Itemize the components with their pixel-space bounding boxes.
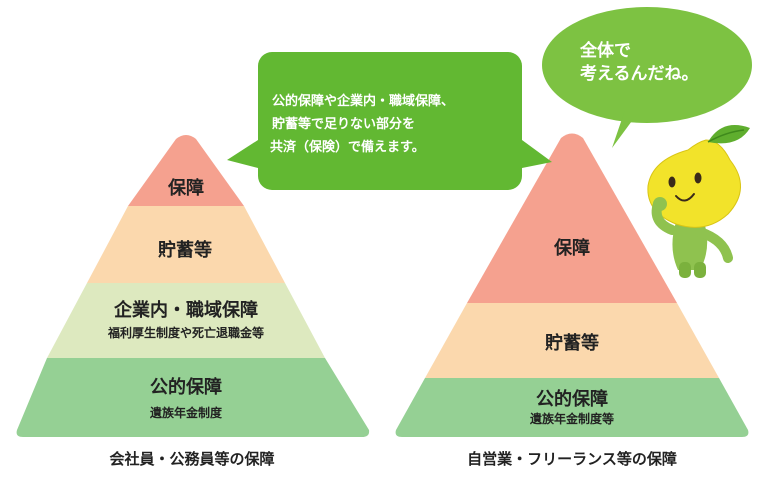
- right-public-sublabel: 遺族年金制度等: [529, 412, 614, 426]
- left-corporate-sublabel: 福利厚生制度や死亡退職金等: [107, 326, 264, 340]
- explanation-line-1: 公的保障や企業内・職域保障、: [272, 94, 455, 109]
- speech-bubble: [542, 7, 752, 148]
- explanation-line-2: 貯蓄等で足りない部分を: [272, 117, 416, 132]
- right-public-label: 公的保障: [536, 389, 608, 410]
- speech-line-1: 全体で: [580, 41, 631, 61]
- explanation-bubble: [227, 52, 552, 190]
- speech-line-2: 考えるんだね。: [580, 64, 699, 84]
- right-layer-public: [395, 378, 749, 437]
- left-layer-corporate: [47, 283, 325, 358]
- left-savings-label: 貯蓄等: [158, 240, 212, 261]
- left-public-sublabel: 遺族年金制度: [149, 406, 222, 420]
- left-pyramid: [16, 135, 370, 437]
- right-pyramid: [395, 133, 749, 437]
- left-layer-savings: [87, 206, 285, 283]
- right-layer-savings: [425, 303, 719, 378]
- right-savings-label: 貯蓄等: [545, 333, 599, 354]
- left-layer-protection: [128, 135, 244, 206]
- explanation-line-3: 共済（保険）で備えます。: [270, 140, 425, 155]
- right-caption: 自営業・フリーランス等の保障: [467, 450, 677, 468]
- left-layer-public: [16, 358, 370, 437]
- left-public-label: 公的保障: [150, 377, 222, 398]
- left-protection-label: 保障: [168, 178, 204, 199]
- right-protection-label: 保障: [554, 238, 590, 259]
- lemon-mascot-icon: [647, 125, 750, 278]
- left-caption: 会社員・公務員等の保障: [109, 450, 275, 468]
- left-corporate-label: 企業内・職域保障: [114, 300, 258, 321]
- right-layer-protection: [467, 133, 677, 303]
